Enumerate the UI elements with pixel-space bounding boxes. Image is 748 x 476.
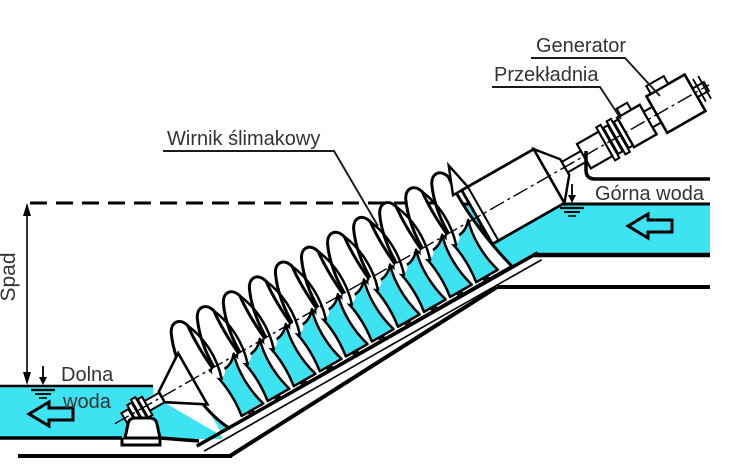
trough-rim-inner-line (203, 259, 543, 452)
water-level-symbol-lower (31, 366, 55, 399)
label-screw-rotor: Wirnik ślimakowy (167, 128, 320, 150)
inclined-screw-assembly (114, 72, 712, 452)
water-pocket (312, 292, 369, 358)
blade-far-edge-arc (264, 279, 302, 336)
dimension-arrowhead-down (23, 372, 31, 385)
drum-flange-line (466, 186, 500, 242)
blade-far-edge-arc (212, 309, 249, 366)
blade-far-edge-arc (395, 205, 432, 262)
screw-blades (169, 171, 514, 430)
bearing-pedestal (123, 416, 162, 440)
machinery-support-bracket (584, 151, 710, 181)
water-pocket (286, 307, 343, 373)
generator-foot-box (644, 74, 670, 96)
tailwater-floor-line (159, 436, 200, 443)
water-pocket (417, 233, 474, 299)
label-gearbox: Przekładnia (494, 64, 599, 86)
axis-centerline (114, 84, 710, 425)
blade-far-edge-arc (342, 235, 380, 292)
level-arrowhead (568, 195, 576, 203)
leader-generator (531, 57, 661, 97)
blade-far-edge-arc (369, 220, 406, 277)
water-pocket (234, 337, 291, 403)
ground-line-incline (228, 285, 499, 458)
blade-far-edge-arc (186, 324, 223, 381)
label-lower-water-2: woda (62, 391, 112, 413)
screw-upper-cone (531, 146, 571, 207)
trough-rim-line (195, 251, 539, 448)
flow-arrow-upper-icon (625, 211, 674, 241)
level-arrowhead (39, 377, 47, 385)
pedestal-recess-notch (120, 438, 162, 447)
head-dimension: Spad (0, 203, 31, 385)
blade-far-edge-arc (316, 250, 354, 306)
dimension-arrowhead-up (23, 203, 31, 216)
blade-far-edge-arc (290, 265, 328, 321)
water-pocket (208, 352, 265, 418)
gearbox-top-box (615, 101, 633, 118)
label-generator: Generator (536, 35, 626, 57)
label-lower-water-1: Dolna (61, 364, 114, 386)
head-label: Spad (0, 252, 20, 301)
blade-far-edge-arc (421, 190, 458, 247)
blade-far-edge-arc (238, 294, 276, 351)
water-pocket (443, 218, 500, 284)
stub-tick (692, 78, 707, 103)
water-pocket (260, 322, 317, 388)
water-pocket (365, 263, 421, 328)
tailwater-body (0, 386, 222, 439)
water-level-symbol-upper (560, 184, 584, 217)
label-upper-water: Górna woda (595, 183, 705, 205)
water-pocket (339, 278, 395, 343)
leader-screw-rotor (163, 150, 379, 227)
leader-gearbox (492, 86, 622, 120)
water-pocket (391, 248, 447, 314)
drum-fin (446, 161, 470, 198)
flow-arrow-lower-icon (26, 399, 75, 429)
